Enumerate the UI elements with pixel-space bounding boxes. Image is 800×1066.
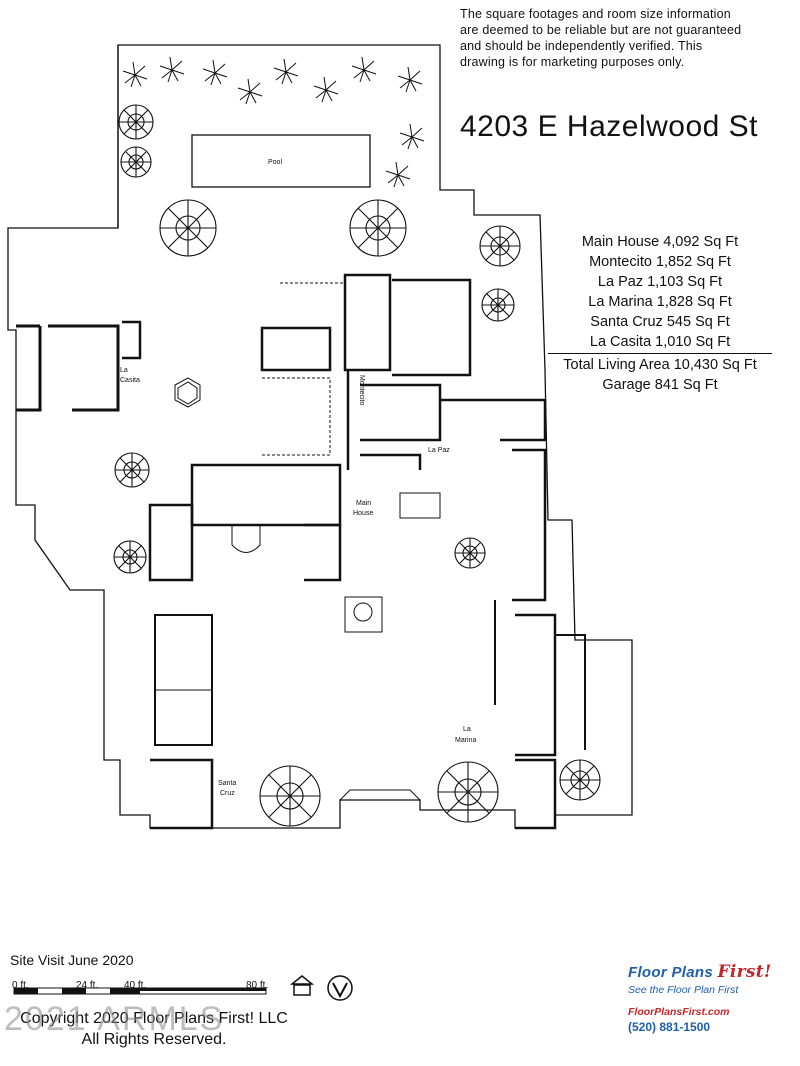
square-footage-list: Main House 4,092 Sq Ft Montecito 1,852 S… bbox=[548, 232, 772, 395]
site-visit-date: Site Visit June 2020 bbox=[10, 952, 134, 968]
garage-area: Garage 841 Sq Ft bbox=[602, 377, 718, 393]
la-marina-label-2: Marina bbox=[455, 737, 477, 744]
floor-plans-first-logo: Floor Plans First! See the Floor Plan Fi… bbox=[628, 962, 774, 1034]
total-living-area: Total Living Area 10,430 Sq Ft bbox=[563, 357, 757, 373]
pool-label: Pool bbox=[268, 159, 282, 166]
copyright: Copyright 2020 Floor Plans First! LLC Al… bbox=[20, 1010, 288, 1048]
logo-url[interactable]: FloorPlansFirst.com bbox=[628, 1006, 730, 1018]
equal-housing-icon bbox=[289, 975, 315, 996]
scale-label-40: 40 ft. bbox=[124, 980, 147, 991]
building-walls bbox=[16, 273, 586, 830]
montecito-area: Montecito 1,852 Sq Ft bbox=[589, 254, 731, 270]
scale-label-0: 0 ft. bbox=[12, 980, 29, 991]
round-trees bbox=[113, 104, 601, 827]
logo-tagline: See the Floor Plan First bbox=[628, 984, 739, 996]
pool bbox=[191, 134, 371, 188]
la-marina-area: La Marina 1,828 Sq Ft bbox=[588, 294, 732, 310]
scale-label-24: 24 ft. bbox=[76, 980, 99, 991]
disclaimer: The square footages and room size inform… bbox=[460, 7, 742, 69]
main-house-area: Main House 4,092 Sq Ft bbox=[581, 234, 739, 250]
logo-brand: Floor Plans First! bbox=[628, 962, 772, 982]
logo-phone: (520) 881-1500 bbox=[628, 1020, 711, 1034]
north-arrow-icon bbox=[327, 975, 353, 1001]
address-title: 4203 E Hazelwood St bbox=[460, 110, 759, 143]
santa-cruz-area: Santa Cruz 545 Sq Ft bbox=[590, 314, 730, 330]
la-paz-area: La Paz 1,103 Sq Ft bbox=[597, 274, 723, 290]
total-divider bbox=[548, 353, 772, 354]
la-paz-label: La Paz bbox=[428, 447, 450, 454]
main-house-label-1: Main bbox=[356, 500, 371, 507]
santa-cruz-label-2: Cruz bbox=[220, 790, 235, 797]
property-boundary bbox=[7, 44, 633, 829]
la-casita-area: La Casita 1,010 Sq Ft bbox=[589, 334, 731, 350]
la-casita-label-2: Casita bbox=[120, 377, 140, 384]
scale-label-80: 80 ft. bbox=[246, 980, 269, 991]
palm-trees bbox=[122, 56, 425, 188]
la-casita-label-1: La bbox=[120, 367, 128, 374]
scale-bar bbox=[13, 987, 267, 995]
santa-cruz-label-1: Santa bbox=[218, 780, 236, 787]
montecito-label: Montecito bbox=[358, 375, 365, 405]
courtyard-outlines bbox=[174, 282, 496, 801]
la-marina-label-1: La bbox=[463, 726, 471, 733]
main-house-label-2: House bbox=[353, 510, 373, 517]
